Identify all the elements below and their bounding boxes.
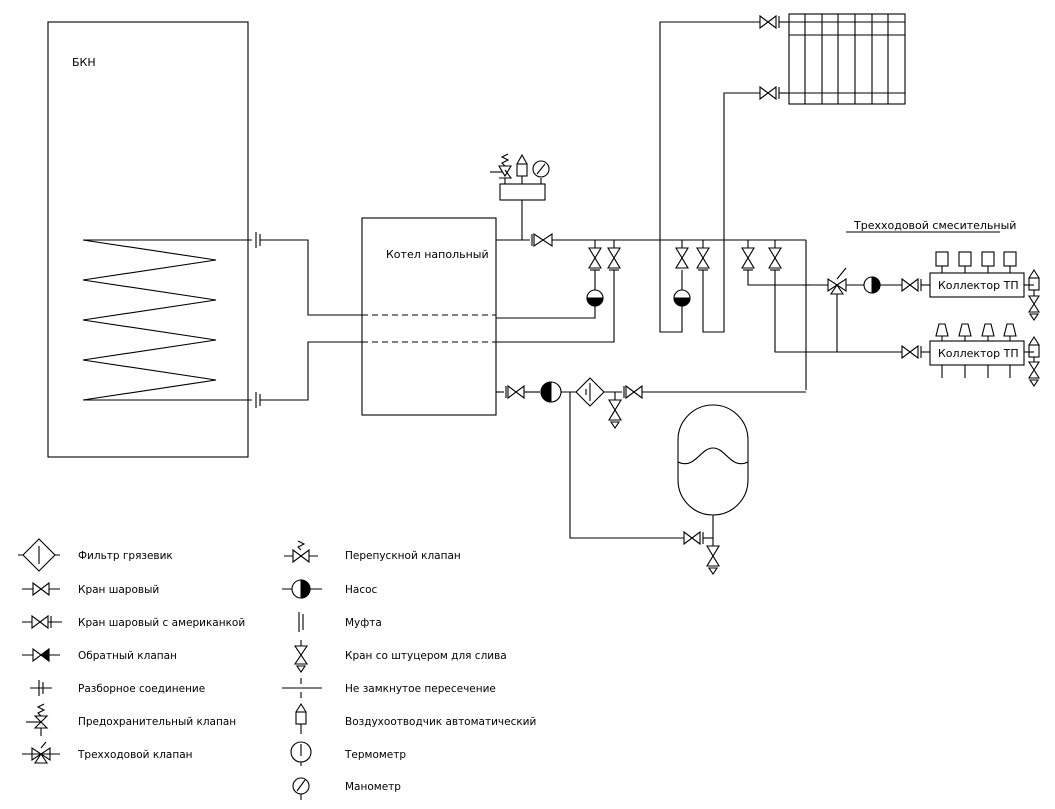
legend-right: Перепускной клапан Насос Муфта Кран со ш…: [282, 540, 536, 800]
legend-bypass-valve: Перепускной клапан: [345, 550, 461, 562]
manometer-icon: [292, 777, 310, 800]
legend-left: Фильтр грязевик Кран шаровый Кран шаровы…: [18, 538, 245, 764]
drain-valve-icon: [293, 640, 309, 673]
union-connection-icon: [255, 232, 261, 248]
manometer-icon: [532, 160, 550, 184]
check-valve-icon: [22, 647, 60, 663]
bypass-valve-icon: [284, 540, 318, 564]
legend-check-valve: Обратный клапан: [78, 650, 177, 662]
tank-coil: [82, 239, 217, 401]
pump-icon: [586, 289, 604, 307]
drain-valve-icon: [608, 392, 622, 429]
ball-valve-with-union-icon: [759, 85, 780, 101]
legend-union: Разборное соединение: [78, 683, 205, 695]
three-way-mixing-valve-icon: [827, 267, 847, 352]
safety-valve-icon: [490, 153, 513, 184]
legend-ball-valve-union: Кран шаровый с американкой: [78, 617, 245, 629]
legend-safety-valve: Предохранительный клапан: [78, 716, 236, 728]
pump-icon: [863, 276, 881, 294]
underfloor-circuit: Трехходовой смесительный Коллектор ТП: [741, 219, 1040, 390]
boiler-pump-branch: [496, 240, 621, 343]
ball-valve-with-union-icon: [623, 384, 643, 400]
indirect-water-heater: БКН: [47, 21, 362, 458]
return-line: [496, 377, 806, 539]
legend-open-crossing: Не замкнутое пересечение: [345, 683, 496, 695]
legend-coupling: Муфта: [345, 617, 382, 629]
union-connection-icon: [30, 680, 52, 696]
ball-valve-with-union-icon: [683, 530, 704, 546]
radiator-circuit: [659, 13, 906, 333]
tank-label: БКН: [72, 56, 96, 69]
supply-line: [496, 232, 806, 248]
union-connection-icon: [255, 392, 261, 408]
air-vent-icon: [295, 702, 307, 734]
air-vent-icon: [516, 153, 528, 184]
ball-valve-with-union-icon: [531, 232, 553, 248]
radiator: [788, 13, 906, 105]
pump-icon: [282, 579, 322, 599]
collector-supply: Коллектор ТП: [929, 251, 1040, 321]
ball-valve-with-union-icon: [22, 614, 62, 630]
pump-icon: [540, 381, 562, 403]
drain-valve-icon: [706, 545, 720, 575]
coupling-icon: [298, 612, 304, 632]
collector-top-label: Коллектор ТП: [938, 279, 1019, 292]
ball-valve-with-union-icon: [505, 384, 525, 400]
boiler-label: Котел напольный: [386, 248, 489, 261]
legend-drain-valve: Кран со штуцером для слива: [345, 650, 507, 662]
legend-pump: Насос: [345, 584, 378, 596]
mud-filter-icon: [575, 377, 605, 407]
three-way-valve-icon: [22, 741, 60, 764]
legend-mud-filter: Фильтр грязевик: [78, 550, 173, 562]
ball-valve-with-union-icon: [901, 277, 922, 293]
expansion-tank: [677, 404, 749, 575]
safety-valve-icon: [26, 703, 49, 736]
ball-valve-with-union-icon: [759, 14, 780, 30]
safety-group: [490, 153, 550, 240]
collector-bottom-label: Коллектор ТП: [938, 347, 1019, 360]
ball-valve-icon: [22, 581, 60, 597]
legend-three-way-valve: Трехходовой клапан: [77, 749, 193, 761]
legend-air-vent: Воздухоотводчик автоматический: [345, 716, 536, 728]
legend-thermometer: Термометр: [344, 749, 406, 761]
legend-manometer: Манометр: [345, 781, 401, 793]
legend-ball-valve: Кран шаровый: [78, 584, 159, 596]
pump-icon: [673, 289, 691, 307]
thermometer-icon: [290, 741, 312, 766]
ball-valve-with-union-icon: [901, 344, 922, 360]
floor-boiler: Котел напольный: [361, 217, 497, 416]
open-crossing-icon: [282, 678, 322, 698]
collector-return: Коллектор ТП: [929, 323, 1040, 387]
three-way-valve-label: Трехходовой смесительный: [853, 219, 1016, 232]
mud-filter-icon: [18, 538, 60, 572]
